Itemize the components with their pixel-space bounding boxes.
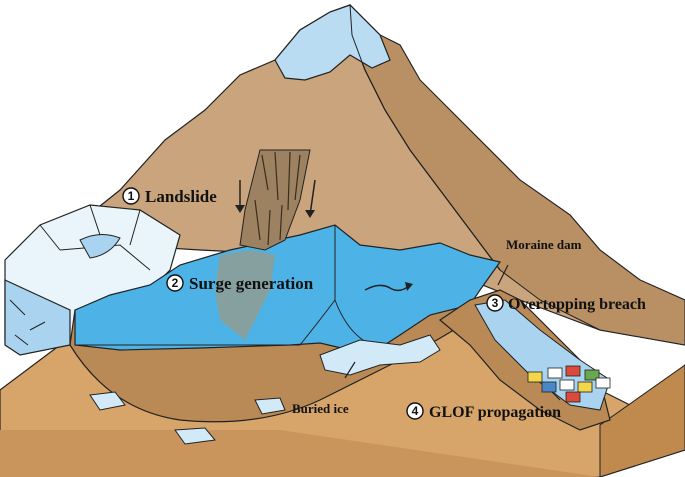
house-icon (595, 377, 611, 389)
settlement (527, 365, 611, 403)
mountain (68, 3, 685, 346)
surge-arrow (364, 284, 411, 292)
house-icon (547, 367, 563, 379)
house-icon (527, 371, 543, 383)
label-landslide: 1 Landslide (122, 187, 217, 206)
label-buried-ice: Buried ice (292, 401, 349, 416)
house-icon (584, 369, 600, 381)
landslide-debris (235, 149, 316, 251)
label-landslide-number: 1 (128, 189, 135, 203)
house-icon (565, 391, 581, 403)
label-landslide-text: Landslide (145, 187, 217, 206)
label-glof-number: 4 (412, 404, 419, 418)
house-icon (577, 381, 593, 393)
label-surge-number: 2 (172, 276, 179, 290)
label-glof: 4 GLOF propagation (406, 402, 561, 421)
surge-plume (215, 250, 275, 340)
house-icon (565, 365, 581, 377)
glof-flood (474, 299, 611, 411)
buried-ice (89, 334, 441, 445)
label-surge: 2 Surge generation (166, 274, 314, 293)
label-overtopping-text: Overtopping breach (508, 296, 646, 313)
house-icon (559, 379, 575, 391)
label-overtopping: 3 Overtopping breach (486, 294, 646, 313)
label-moraine-dam: Moraine dam (506, 237, 582, 252)
label-surge-text: Surge generation (189, 274, 314, 293)
label-overtopping-number: 3 (492, 296, 499, 310)
label-glof-text: GLOF propagation (429, 404, 561, 421)
house-icon (541, 381, 557, 393)
